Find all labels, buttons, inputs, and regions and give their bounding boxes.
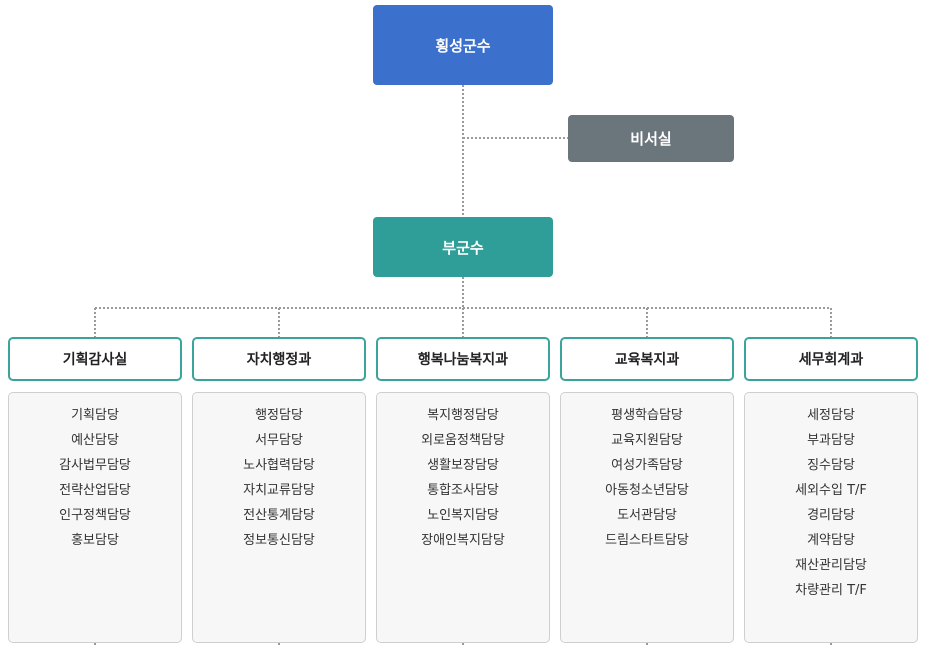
- team-item[interactable]: 기획담당: [71, 408, 119, 423]
- team-item[interactable]: 생활보장담당: [427, 458, 499, 473]
- deputy-head-label: 부군수: [442, 238, 484, 257]
- secretary-office-box[interactable]: 비서실: [568, 115, 734, 162]
- team-item[interactable]: 부과담당: [807, 433, 855, 448]
- team-item[interactable]: 드림스타트담당: [605, 533, 689, 548]
- deputy-head-box[interactable]: 부군수: [373, 217, 553, 277]
- team-list-panel: 행정담당 서무담당 노사협력담당 자치교류담당 전산통계담당 정보통신담당: [192, 392, 366, 643]
- department-box-tax-accounting[interactable]: 세무회계과: [744, 337, 918, 381]
- team-item[interactable]: 홍보담당: [71, 533, 119, 548]
- department-box-welfare-sharing[interactable]: 행복나눔복지과: [376, 337, 550, 381]
- team-item[interactable]: 정보통신담당: [243, 533, 315, 548]
- team-item[interactable]: 평생학습담당: [611, 408, 683, 423]
- team-item[interactable]: 세정담당: [807, 408, 855, 423]
- team-item[interactable]: 자치교류담당: [243, 483, 315, 498]
- team-list-panel: 세정담당 부과담당 징수담당 세외수입 T/F 경리담당 계약담당 재산관리담당…: [744, 392, 918, 643]
- department-box-education-welfare[interactable]: 교육복지과: [560, 337, 734, 381]
- team-item[interactable]: 노사협력담당: [243, 458, 315, 473]
- team-item[interactable]: 차량관리 T/F: [795, 583, 867, 598]
- team-item[interactable]: 재산관리담당: [795, 558, 867, 573]
- team-item[interactable]: 노인복지담당: [427, 508, 499, 523]
- team-item[interactable]: 도서관담당: [617, 508, 677, 523]
- team-item[interactable]: 징수담당: [807, 458, 855, 473]
- county-head-label: 횡성군수: [435, 36, 491, 55]
- team-item[interactable]: 외로움정책담당: [421, 433, 505, 448]
- department-box-autonomous-admin[interactable]: 자치행정과: [192, 337, 366, 381]
- team-list-panel: 평생학습담당 교육지원담당 여성가족담당 아동청소년담당 도서관담당 드림스타트…: [560, 392, 734, 643]
- team-item[interactable]: 통합조사담당: [427, 483, 499, 498]
- county-head-box[interactable]: 횡성군수: [373, 5, 553, 85]
- team-item[interactable]: 교육지원담당: [611, 433, 683, 448]
- team-item[interactable]: 인구정책담당: [59, 508, 131, 523]
- team-item[interactable]: 전략산업담당: [59, 483, 131, 498]
- team-item[interactable]: 계약담당: [807, 533, 855, 548]
- team-item[interactable]: 경리담당: [807, 508, 855, 523]
- team-item[interactable]: 복지행정담당: [427, 408, 499, 423]
- secretary-office-label: 비서실: [630, 130, 672, 148]
- team-list-panel: 기획담당 예산담당 감사법무담당 전략산업담당 인구정책담당 홍보담당: [8, 392, 182, 643]
- team-item[interactable]: 행정담당: [255, 408, 303, 423]
- team-item[interactable]: 장애인복지담당: [421, 533, 505, 548]
- team-item[interactable]: 아동청소년담당: [605, 483, 689, 498]
- team-item[interactable]: 여성가족담당: [611, 458, 683, 473]
- team-item[interactable]: 전산통계담당: [243, 508, 315, 523]
- team-item[interactable]: 세외수입 T/F: [795, 483, 867, 498]
- team-item[interactable]: 감사법무담당: [59, 458, 131, 473]
- department-box-planning-audit[interactable]: 기획감사실: [8, 337, 182, 381]
- team-item[interactable]: 서무담당: [255, 433, 303, 448]
- team-list-panel: 복지행정담당 외로움정책담당 생활보장담당 통합조사담당 노인복지담당 장애인복…: [376, 392, 550, 643]
- team-item[interactable]: 예산담당: [71, 433, 119, 448]
